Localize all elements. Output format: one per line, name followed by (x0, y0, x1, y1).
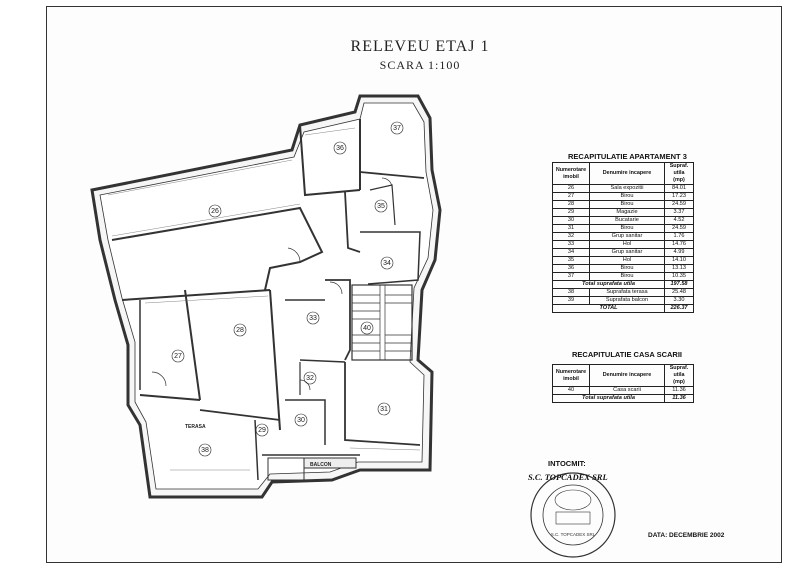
apartment-table: Numerotare imobil Denumire incapere Supr… (552, 162, 694, 313)
drawing-title: RELEVEU ETAJ 1 (350, 38, 490, 55)
terasa-label: TERASA (185, 424, 206, 430)
company-name: S.C. TOPCADEX SRL (528, 472, 608, 482)
room-label-33: 33 (309, 315, 317, 322)
col-header-number: Numerotare imobil (552, 162, 590, 185)
room-label-38: 38 (201, 447, 209, 454)
balcon-label: BALCON (310, 462, 332, 468)
room-label-30: 30 (297, 417, 305, 424)
apartment-table-title: RECAPITULATIE APARTAMENT 3 (568, 152, 687, 161)
company-stamp: S.C. TOPCADEX SRL (530, 472, 616, 558)
room-label-36: 36 (336, 145, 344, 152)
table-row: 40 Casa scarii 11.36 (552, 386, 694, 395)
col-header-number: Numerotare imobil (552, 364, 590, 387)
room-label-27: 27 (174, 353, 182, 360)
room-label-32: 32 (306, 375, 314, 382)
col-header-name: Denumire incapere (589, 364, 665, 387)
room-label-31: 31 (380, 406, 388, 413)
col-header-name: Denumire incapere (589, 162, 665, 185)
col-header-area: Supraf. utila (mp) (664, 162, 694, 185)
room-label-28: 28 (236, 327, 244, 334)
drawing-date: DATA: DECEMBRIE 2002 (648, 532, 725, 539)
room-label-26: 26 (211, 208, 219, 215)
intocmit-label: INTOCMIT: (548, 459, 586, 468)
room-label-29: 29 (258, 427, 266, 434)
col-header-area: Supraf. utila (mp) (664, 364, 694, 387)
room-label-37: 37 (393, 125, 401, 132)
stamp-text: S.C. TOPCADEX SRL (551, 532, 596, 537)
room-label-34: 34 (383, 260, 391, 267)
stair-table: Numerotare imobil Denumire incapere Supr… (552, 364, 694, 403)
stair-table-title: RECAPITULATIE CASA SCARII (572, 350, 683, 359)
room-label-40: 40 (363, 325, 371, 332)
drawing-scale: SCARA 1:100 (379, 58, 461, 72)
room-label-35: 35 (377, 203, 385, 210)
total-row: Total suprafata utila 11.36 (552, 394, 694, 403)
